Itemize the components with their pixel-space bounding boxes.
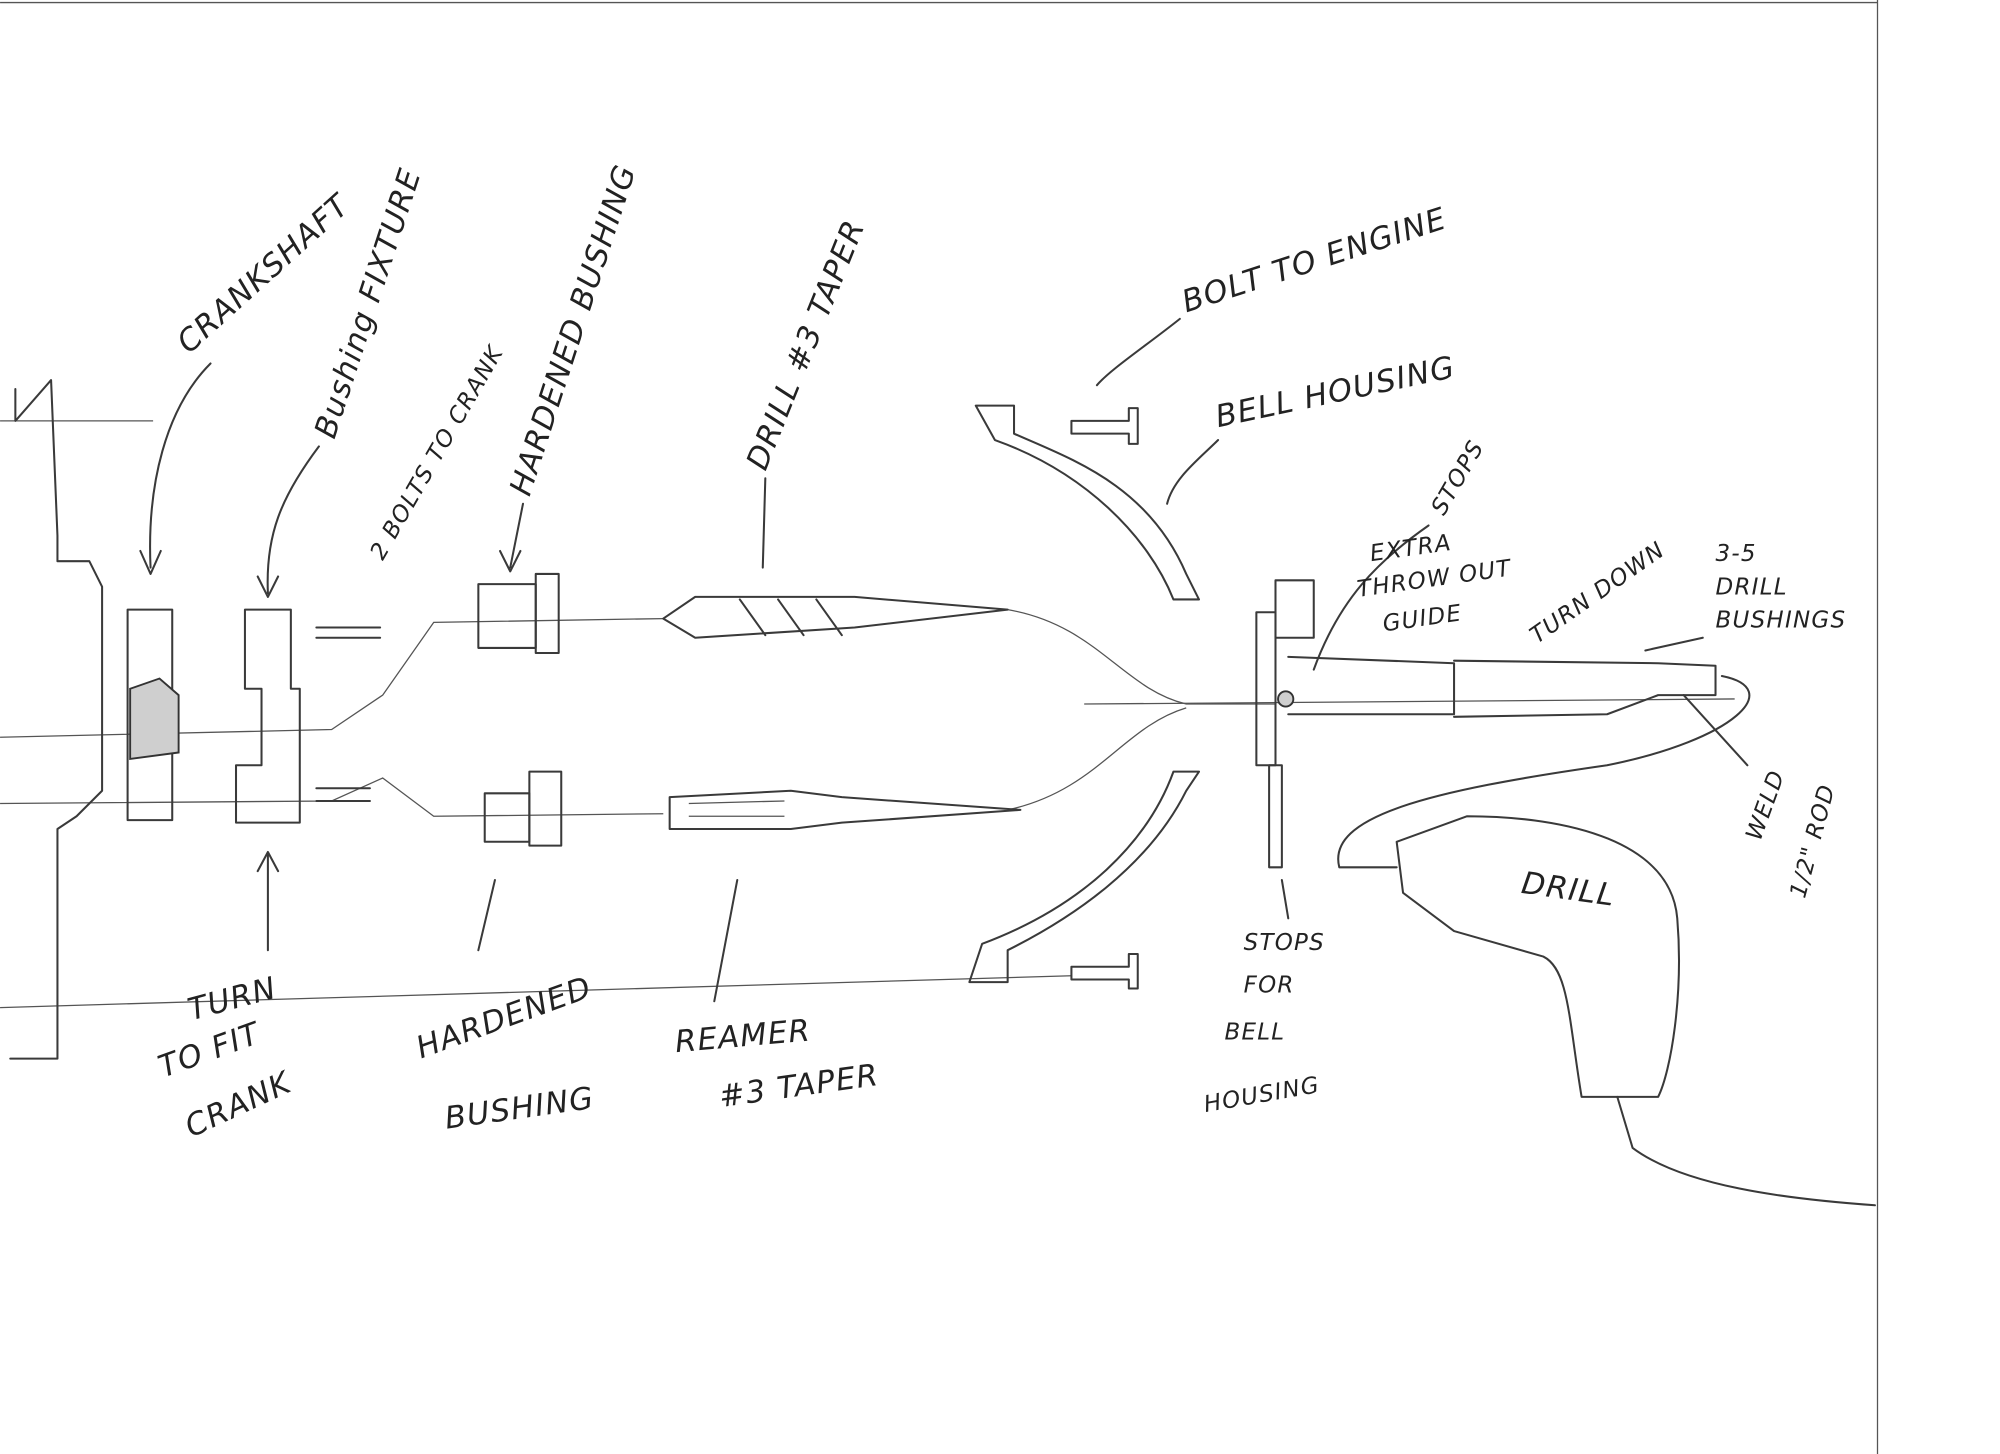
label-extra: EXTRA: [1368, 530, 1453, 567]
bell-housing-drawing: [968, 404, 1200, 990]
label-crankshaft: CRANKSHAFT: [171, 187, 358, 360]
label-bolt-to-engine: BOLT TO ENGINE: [1178, 201, 1451, 320]
electric-drill-drawing: [1337, 674, 1876, 1207]
guide-assembly-drawing: [1255, 579, 1717, 869]
label-hardened-bushing-top: HARDENED BUSHING: [504, 160, 644, 499]
drill-bit-drawing: [662, 595, 1009, 639]
label-bolts-to-crank: 2 BOLTS TO CRANK: [365, 341, 509, 564]
label-bushing: BUSHING: [443, 1081, 597, 1137]
label-bell-housing: BELL HOUSING: [1212, 350, 1458, 435]
label-3-5: 3-5: [1716, 541, 1757, 567]
label-guide: GUIDE: [1381, 600, 1464, 637]
label-crank: CRANK: [180, 1065, 299, 1145]
label-hardened: HARDENED: [412, 970, 597, 1066]
label-bell: BELL: [1224, 1019, 1285, 1045]
label-stops-bottom: STOPS: [1244, 930, 1325, 956]
label-drill: DRILL: [1519, 866, 1617, 914]
label-rod: 1/2" ROD: [1785, 781, 1840, 900]
label-for: FOR: [1244, 972, 1295, 998]
bushing-fixture-drawing: [234, 608, 382, 824]
label-drill-bushings-bushings: BUSHINGS: [1716, 608, 1847, 634]
label-turn: TURN: [184, 971, 280, 1028]
label-stops: STOPS: [1427, 436, 1490, 519]
label-reamer: REAMER: [674, 1013, 813, 1060]
label-turn-down: TURN DOWN: [1525, 537, 1670, 649]
label-housing: HOUSING: [1202, 1072, 1322, 1118]
label-reamer-taper: #3 TAPER: [717, 1058, 881, 1115]
label-drill-taper: DRILL #3 TAPER: [740, 215, 872, 475]
reamer-drawing: [668, 789, 1022, 831]
crankshaft-drawing: [9, 379, 180, 1060]
label-weld: WELD: [1741, 767, 1790, 844]
label-to-fit: TO FIT: [154, 1016, 266, 1085]
leader-arrows: [139, 317, 1749, 1003]
centerlines: [0, 420, 1735, 1009]
hardened-bushings-drawing: [477, 572, 563, 847]
label-drill-bushings-drill: DRILL: [1716, 574, 1788, 600]
